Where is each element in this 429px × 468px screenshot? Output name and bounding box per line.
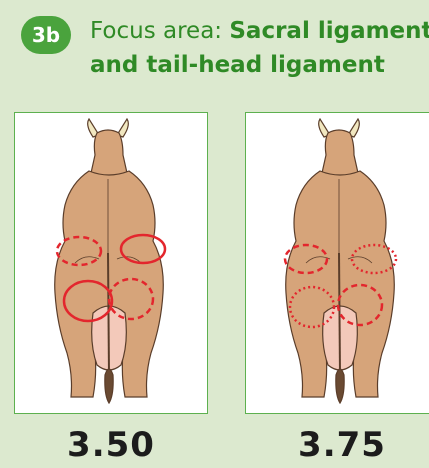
cow-rear-view xyxy=(286,119,395,403)
cow-rear-illustration-left xyxy=(15,113,209,415)
step-badge: 3b xyxy=(21,16,71,54)
step-badge-label: 3b xyxy=(32,23,60,47)
score-label-right: 3.75 xyxy=(245,425,429,465)
title-bold-line-2: and tail-head ligament xyxy=(90,52,385,78)
title-bold-line-1: Sacral ligament xyxy=(229,18,429,44)
score-label-left: 3.50 xyxy=(14,425,208,465)
title-prefix: Focus area: xyxy=(90,18,229,44)
cow-rear-view xyxy=(55,119,164,403)
focus-area-title: Focus area: Sacral ligament and tail-hea… xyxy=(90,14,429,82)
cow-rear-illustration-right xyxy=(246,113,429,415)
cow-panel-left xyxy=(14,112,208,414)
cow-panel-right xyxy=(245,112,429,414)
